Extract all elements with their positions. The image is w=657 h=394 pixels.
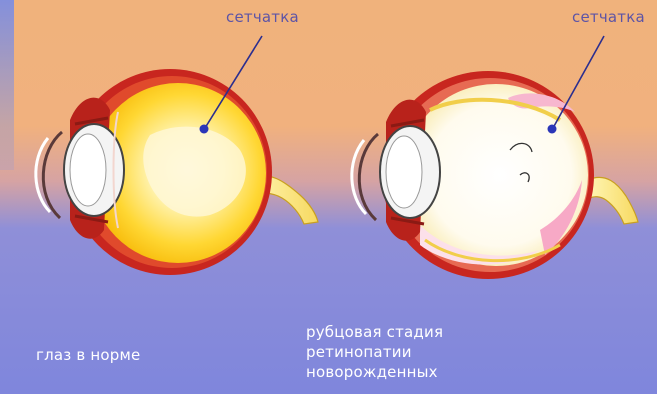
pointer-dot-right (548, 125, 557, 134)
normal-eye (36, 69, 318, 275)
label-normal-eye: глаз в норме (36, 345, 140, 365)
rop-eye (352, 71, 638, 279)
pointer-dot-left (200, 125, 209, 134)
optic-nerve-right (588, 177, 638, 224)
label-rop-line1: рубцовая стадия (306, 322, 443, 342)
label-rop-stage: рубцовая стадия ретинопатии новорожденны… (306, 322, 443, 382)
label-retina-right: сетчатка (572, 7, 645, 27)
label-rop-line2: ретинопатии (306, 342, 443, 362)
label-rop-line3: новорожденных (306, 362, 443, 382)
pointer-line-right (553, 36, 604, 128)
label-retina-left: сетчатка (226, 7, 299, 27)
